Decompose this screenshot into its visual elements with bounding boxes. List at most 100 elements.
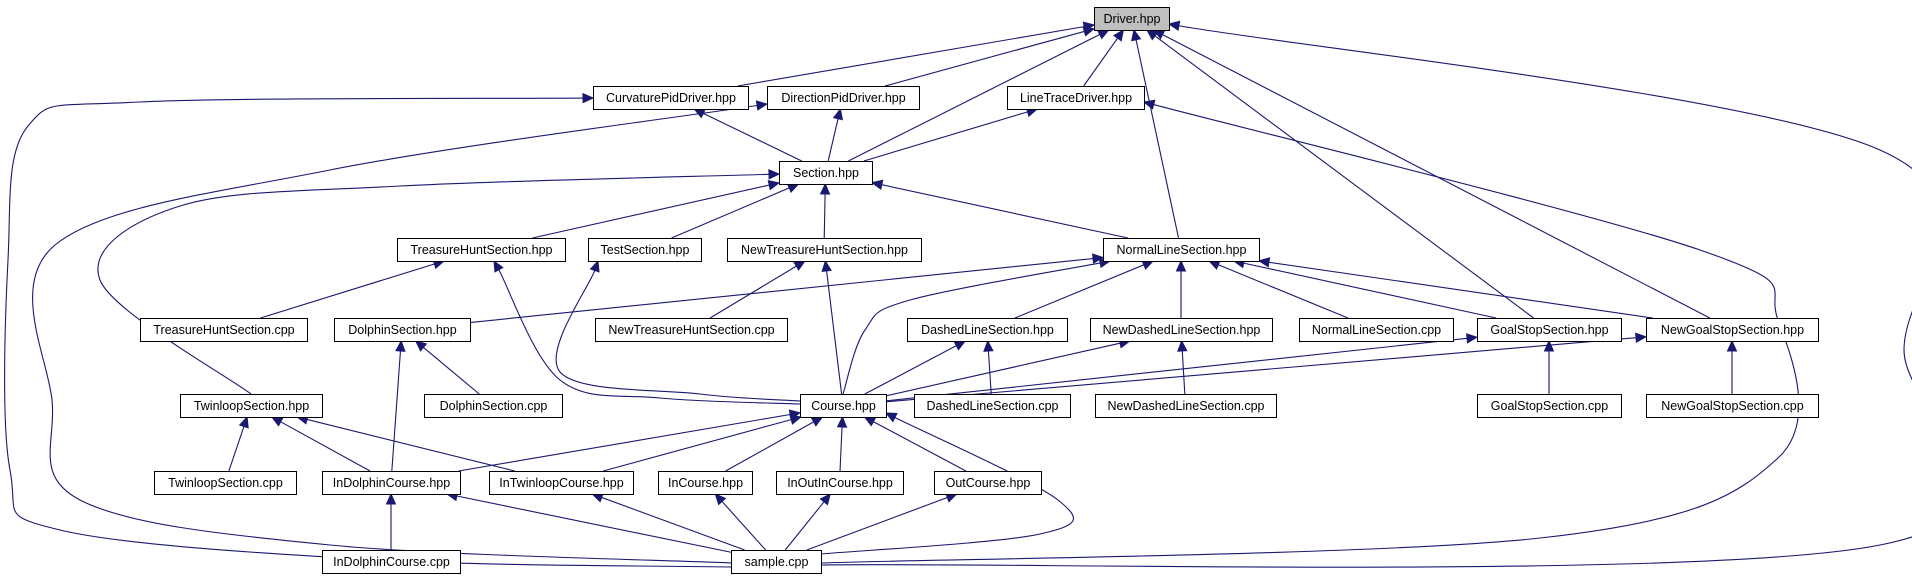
node-incourse-hpp[interactable]: InCourse.hpp	[658, 471, 753, 495]
node-label: InDolphinCourse.hpp	[333, 476, 450, 490]
edge-line	[532, 184, 770, 239]
edge-course_hpp-to-dashedlinesection_hpp	[864, 340, 967, 395]
node-label: LineTraceDriver.hpp	[1020, 91, 1132, 105]
node-sample-cpp[interactable]: sample.cpp	[731, 550, 822, 574]
node-goalstopsection-cpp[interactable]: GoalStopSection.cpp	[1477, 394, 1622, 418]
node-box	[1094, 7, 1170, 31]
edge-line	[1181, 350, 1186, 395]
edge-course_hpp-to-goalstopsection_hpp	[885, 333, 1479, 402]
node-newdashedlinesection-cpp[interactable]: NewDashedLineSection.cpp	[1095, 394, 1277, 418]
node-intwinloopcourse-hpp[interactable]: InTwinloopCourse.hpp	[489, 471, 634, 495]
edge-line	[848, 34, 1100, 162]
node-outcourse-hpp[interactable]: OutCourse.hpp	[934, 471, 1042, 495]
node-dolphinsection-cpp[interactable]: DolphinSection.cpp	[424, 394, 563, 418]
node-directionpiddriver-hpp[interactable]: DirectionPidDriver.hpp	[767, 86, 920, 110]
edge-arrowhead	[884, 412, 898, 423]
edge-line	[228, 426, 245, 472]
edge-treasurehuntsection_hpp-to-section_hpp	[532, 180, 781, 239]
edge-line	[306, 418, 515, 472]
node-label: Section.hpp	[793, 166, 859, 180]
edge-indolphincourse_hpp-to-twinloopsection_hpp	[270, 416, 371, 472]
edge-course_hpp-to-testsection_hpp	[555, 259, 801, 402]
node-course-hpp[interactable]: Course.hpp	[800, 394, 887, 418]
node-label: InDolphinCourse.cpp	[333, 555, 450, 569]
node-box	[595, 318, 788, 342]
edge-line	[391, 350, 402, 472]
node-newgoalstopsection-cpp[interactable]: NewGoalStopSection.cpp	[1646, 394, 1819, 418]
edge-arrowhead	[870, 179, 884, 190]
node-newtreasurehuntsection-cpp[interactable]: NewTreasureHuntSection.cpp	[595, 318, 788, 342]
edge-line	[864, 345, 957, 395]
node-label: Course.hpp	[811, 399, 876, 413]
node-testsection-hpp[interactable]: TestSection.hpp	[588, 238, 702, 262]
node-box	[934, 471, 1042, 495]
node-treasurehuntsection-cpp[interactable]: TreasureHuntSection.cpp	[140, 318, 308, 342]
node-label: NewGoalStopSection.cpp	[1661, 399, 1803, 413]
node-box	[154, 471, 297, 495]
node-twinloopsection-cpp[interactable]: TwinloopSection.cpp	[154, 471, 297, 495]
edge-course_hpp-to-newgoalstopsection_hpp	[885, 332, 1648, 403]
edge-line	[725, 421, 814, 472]
node-driver-hpp: Driver.hpp	[1094, 7, 1170, 31]
node-dashedlinesection-cpp[interactable]: DashedLineSection.cpp	[914, 394, 1071, 418]
edge-line	[458, 413, 791, 472]
edge-sample_cpp-to-directionpiddriver_hpp	[32, 100, 769, 564]
edge-section_hpp-to-linetracedriver_hpp	[863, 106, 1039, 162]
node-twinloopsection-hpp[interactable]: TwinloopSection.hpp	[180, 394, 323, 418]
node-label: DirectionPidDriver.hpp	[781, 91, 905, 105]
edge-newgoalstopsection_hpp-to-driver_hpp	[1152, 29, 1711, 319]
edge-goalstopsection_hpp-to-driver_hpp	[1145, 29, 1534, 319]
node-label: NewGoalStopSection.hpp	[1661, 323, 1804, 337]
edge-line	[839, 426, 843, 472]
node-label: GoalStopSection.cpp	[1491, 399, 1608, 413]
node-box	[1090, 318, 1273, 342]
edge-line	[602, 419, 792, 472]
node-section-hpp[interactable]: Section.hpp	[779, 161, 873, 185]
node-dolphinsection-hpp[interactable]: DolphinSection.hpp	[334, 318, 471, 342]
edge-line	[885, 337, 1637, 403]
node-curvaturepiddriver-hpp[interactable]: CurvaturePidDriver.hpp	[593, 86, 749, 110]
node-inoutincourse-hpp[interactable]: InOutInCourse.hpp	[776, 471, 904, 495]
node-label: Driver.hpp	[1104, 12, 1161, 26]
edge-newgoalstopsection_cpp-to-newgoalstopsection_hpp	[1726, 339, 1738, 394]
edge-newgoalstopsection_hpp-to-normallinesection_hpp	[1257, 257, 1653, 319]
edge-line	[721, 501, 767, 551]
node-indolphincourse-cpp[interactable]: InDolphinCourse.cpp	[322, 550, 461, 574]
node-label: NormalLineSection.hpp	[1117, 243, 1247, 257]
edge-course_hpp-to-newtreasurehuntsection_hpp	[821, 259, 843, 395]
node-indolphincourse-hpp[interactable]: InDolphinCourse.hpp	[322, 471, 461, 495]
edge-line	[884, 30, 1085, 87]
edge-line	[280, 421, 371, 472]
edge-line	[97, 173, 770, 395]
node-box	[1007, 86, 1145, 110]
node-newtreasurehuntsection-hpp[interactable]: NewTreasureHuntSection.hpp	[727, 238, 922, 262]
node-newdashedlinesection-hpp[interactable]: NewDashedLineSection.hpp	[1090, 318, 1273, 342]
node-linetracedriver-hpp[interactable]: LineTraceDriver.hpp	[1007, 86, 1145, 110]
node-label: TestSection.hpp	[601, 243, 690, 257]
edge-arrowhead	[1465, 333, 1479, 344]
edge-normallinesection_cpp-to-normallinesection_hpp	[1207, 260, 1349, 319]
node-normallinesection-hpp[interactable]: NormalLineSection.hpp	[1103, 238, 1260, 262]
node-dashedlinesection-hpp[interactable]: DashedLineSection.hpp	[907, 318, 1068, 342]
node-goalstopsection-hpp[interactable]: GoalStopSection.hpp	[1477, 318, 1622, 342]
edge-indolphincourse_hpp-to-dolphinsection_hpp	[391, 339, 406, 472]
edge-line	[1135, 39, 1180, 239]
edge-arrowhead	[983, 339, 994, 352]
node-newgoalstopsection-hpp[interactable]: NewGoalStopSection.hpp	[1646, 318, 1819, 342]
node-normallinesection-cpp[interactable]: NormalLineSection.cpp	[1299, 318, 1454, 342]
node-box	[727, 238, 922, 262]
edge-sample_cpp-to-inoutincourse_hpp	[784, 493, 832, 551]
edge-arrowhead	[1082, 26, 1096, 37]
edge-arrowhead	[832, 107, 844, 121]
edge-line	[842, 262, 1101, 395]
edge-arrowhead	[1177, 339, 1188, 352]
node-treasurehuntsection-hpp[interactable]: TreasureHuntSection.hpp	[397, 238, 566, 262]
edge-sample_cpp-to-course_hpp	[820, 412, 1074, 555]
edge-line	[703, 112, 802, 162]
node-label: DolphinSection.cpp	[440, 399, 548, 413]
edge-arrowhead	[1726, 339, 1738, 352]
node-label: CurvaturePidDriver.hpp	[606, 91, 736, 105]
edge-arrowhead	[385, 492, 397, 505]
edge-arrowhead	[786, 183, 800, 193]
